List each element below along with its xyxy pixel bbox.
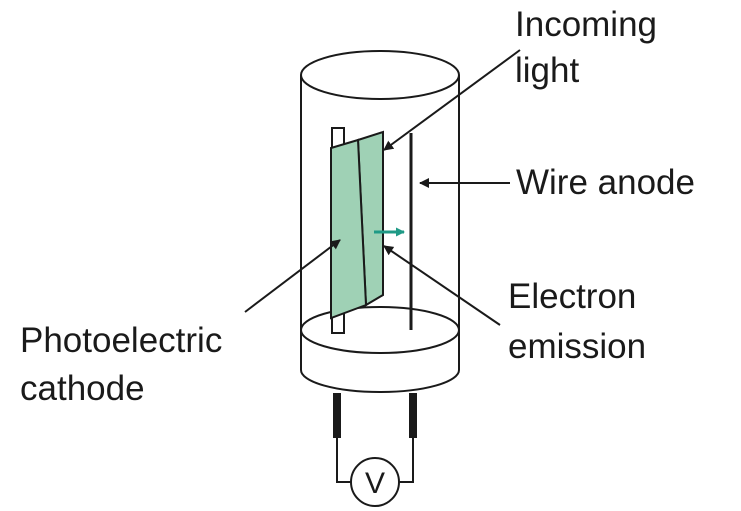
wire-right [399, 438, 414, 483]
wire-left [336, 438, 351, 483]
voltmeter-circuit: V [336, 438, 414, 507]
label-photoelectric: Photoelectric [20, 321, 222, 360]
label-emission: emission [508, 327, 646, 366]
base-bottom-curve [300, 369, 460, 393]
photoelectric-cathode-plate [330, 130, 384, 320]
lead-right [409, 393, 417, 438]
label-light: light [515, 51, 579, 90]
label-incoming: Incoming [515, 5, 657, 44]
voltmeter-symbol: V [365, 467, 385, 500]
label-electron: Electron [508, 277, 636, 316]
pointer-electron-emission [383, 245, 501, 326]
label-wire-anode: Wire anode [516, 163, 695, 202]
glass-tube [300, 50, 460, 370]
pointer-incoming-light [383, 49, 521, 151]
tube-top-rim [300, 50, 460, 100]
voltmeter [350, 457, 400, 507]
tube-base [300, 306, 460, 393]
lead-left [333, 393, 341, 438]
base-top-ellipse [300, 306, 460, 354]
pointer-photoelectric-cathode [244, 239, 341, 313]
label-cathode: cathode [20, 369, 145, 408]
